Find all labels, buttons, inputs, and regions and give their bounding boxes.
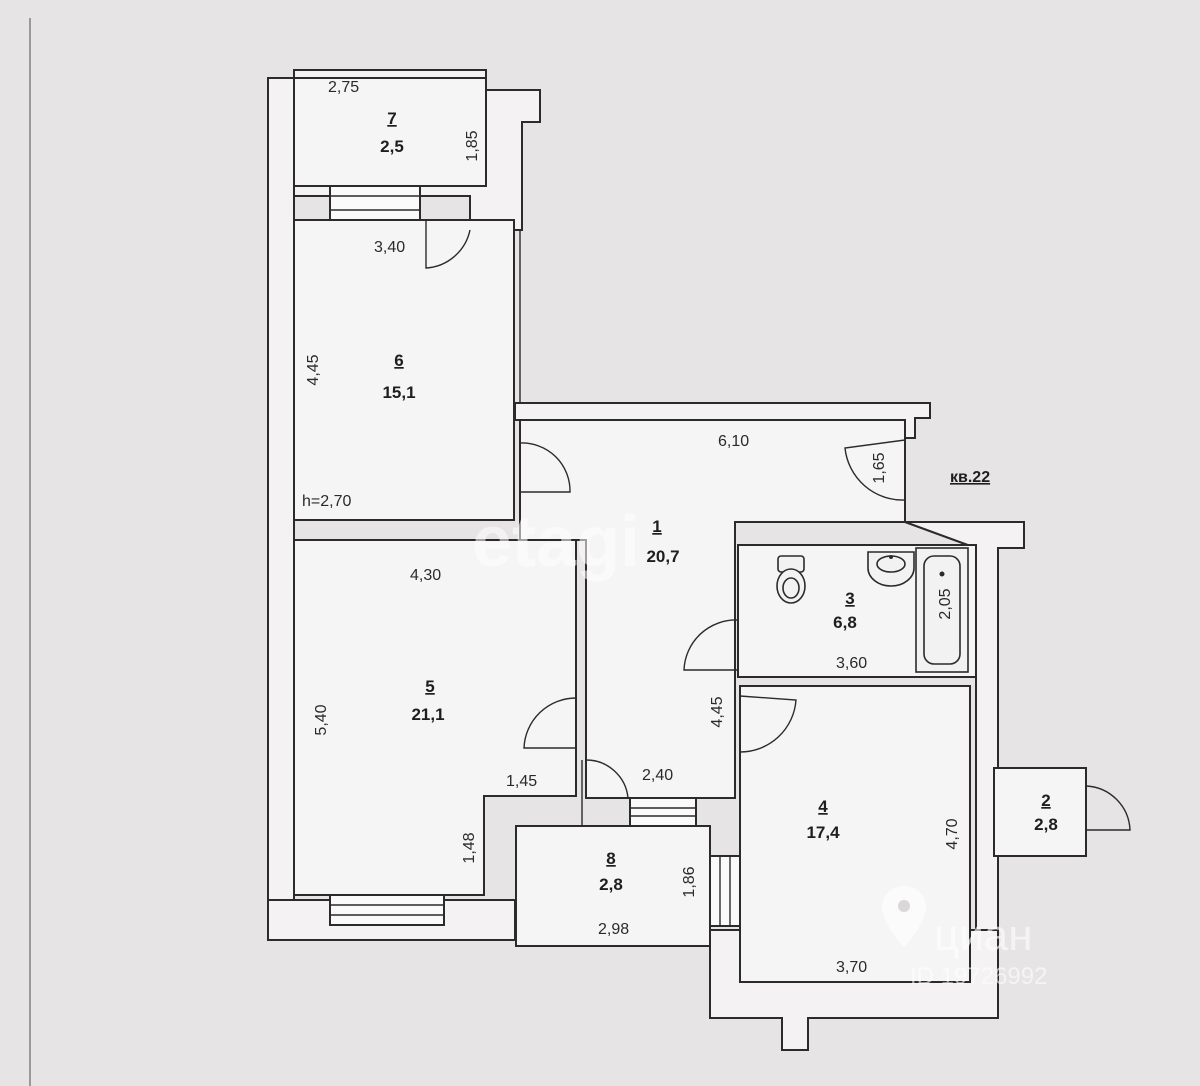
dim-room4-width: 3,70	[836, 959, 867, 976]
room-3-number: 3	[845, 589, 854, 608]
toilet-icon	[776, 555, 806, 604]
door-bath-swing	[683, 619, 739, 671]
door-room5-swing	[523, 697, 577, 749]
room-1-area: 20,7	[646, 547, 679, 566]
door-balcony-swing	[425, 220, 471, 269]
ceiling-height: h=2,70	[302, 493, 351, 510]
room-7-number: 7	[387, 109, 396, 128]
dim-hall-depth: 1,65	[871, 452, 888, 483]
dim-hall-width: 6,10	[718, 433, 749, 450]
dim-hall-passage: 2,40	[642, 767, 673, 784]
dim-bath-depth: 2,05	[937, 588, 954, 619]
dim-room5-width: 4,30	[410, 567, 441, 584]
door-entrance-swing	[844, 439, 906, 501]
bathtub-icon	[915, 547, 969, 673]
room-7-balcony	[293, 77, 487, 187]
room-2-closet	[993, 767, 1087, 857]
door-closet-swing	[1085, 785, 1131, 831]
room-6-number: 6	[394, 351, 403, 370]
dim-room5-notch-depth: 1,48	[461, 832, 478, 863]
room-6-area: 15,1	[382, 383, 415, 402]
sink-icon	[867, 551, 915, 587]
window-room8-room4	[709, 855, 741, 927]
dim-room5-length: 5,40	[313, 704, 330, 735]
watermark-etagi: etagi	[472, 502, 640, 582]
room-2-number: 2	[1041, 791, 1050, 810]
window-room6	[329, 185, 421, 221]
door-room4-swing	[739, 695, 797, 753]
apartment-label: кв.22	[950, 469, 990, 486]
room-8-number: 8	[606, 849, 615, 868]
room-7-area: 2,5	[380, 137, 404, 156]
dim-balcony-width: 2,75	[328, 79, 359, 96]
room-4-area: 17,4	[806, 823, 840, 842]
dim-room4-length: 4,70	[944, 818, 961, 849]
dim-balcony-depth: 1,85	[464, 130, 481, 161]
dim-bath-width: 3,60	[836, 655, 867, 672]
room-2-area: 2,8	[1034, 815, 1058, 834]
dim-room8-depth: 1,86	[681, 866, 698, 897]
room-5-area: 21,1	[411, 705, 444, 724]
watermark-cian: циан	[934, 911, 1033, 960]
room-6	[293, 219, 515, 521]
dim-room8-width: 2,98	[598, 921, 629, 938]
dim-room5-notch-width: 1,45	[506, 773, 537, 790]
room-3-area: 6,8	[833, 613, 857, 632]
room-1-number: 1	[652, 517, 661, 536]
room-5-number: 5	[425, 677, 434, 696]
room-8-area: 2,8	[599, 875, 623, 894]
cian-logo	[882, 886, 926, 948]
room-4	[739, 685, 971, 983]
dim-hall-length: 4,45	[709, 696, 726, 727]
window-room5	[329, 894, 445, 926]
room-1-hall	[519, 419, 906, 799]
door-room8-swing	[585, 759, 629, 799]
door-room6-swing	[519, 442, 571, 493]
window-hall-room8	[629, 797, 697, 827]
room-4-number: 4	[818, 797, 828, 816]
watermark-cian-id: ID 19726992	[910, 963, 1047, 990]
outer-wall-west	[267, 77, 295, 927]
dim-room6-width: 3,40	[374, 239, 405, 256]
dim-room6-length: 4,45	[305, 354, 322, 385]
